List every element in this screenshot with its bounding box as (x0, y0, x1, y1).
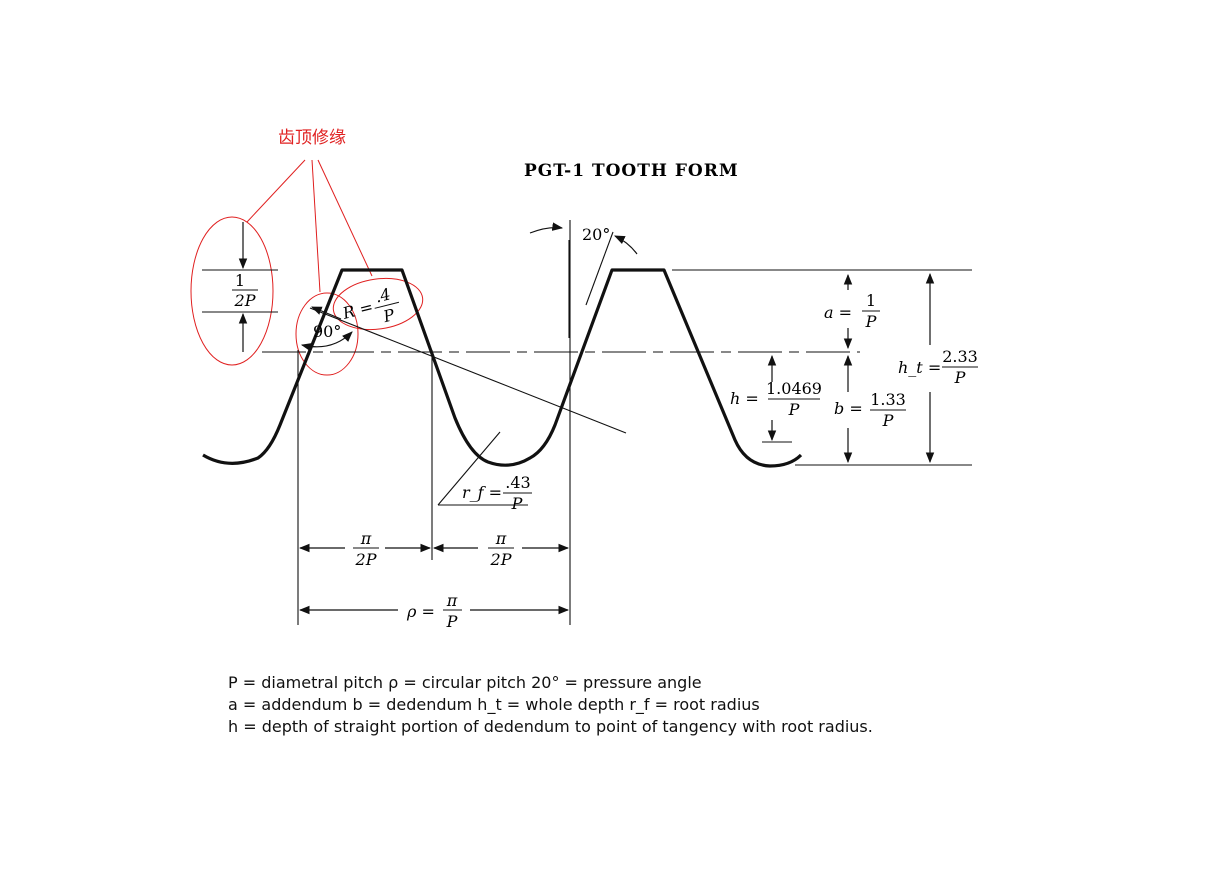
tip-radius-leader (309, 307, 627, 434)
reference-lines (202, 220, 972, 625)
whole-depth-denominator: P (954, 368, 966, 387)
annotation-ellipse-tip-radius (332, 277, 424, 331)
legend-line-3: h = depth of straight portion of dedendu… (228, 717, 873, 736)
annotation-leader-3 (317, 159, 373, 277)
root-radius-numerator: .43 (505, 473, 530, 492)
straight-depth-numerator: 1.0469 (766, 379, 822, 398)
circular-pitch-numerator: π (446, 591, 458, 610)
straight-depth-fraction: h = 1.0469 P (730, 379, 822, 419)
annotation-leader-1 (246, 159, 306, 223)
half-pitch-1-numerator: π (360, 529, 372, 548)
addendum-numerator: 1 (866, 291, 876, 310)
circular-pitch-lhs: ρ = (406, 602, 435, 621)
pressure-angle-line (585, 231, 614, 306)
tip-radius-bar (374, 301, 400, 309)
tip-relief-numerator: 1 (235, 271, 245, 290)
tooth-profile (202, 268, 803, 468)
diagram-title: PGT-1 TOOTH FORM (524, 161, 739, 181)
dimension-arrows (238, 222, 935, 615)
dedendum-fraction: b = 1.33 P (834, 390, 906, 430)
annotation-leader-2 (311, 159, 321, 293)
half-pitch-2-denominator: 2P (490, 550, 512, 569)
root-radius-denominator: P (511, 494, 523, 513)
whole-depth-fraction: h_t = 2.33 P (898, 347, 978, 387)
half-pitch-fraction-1: π 2P (353, 529, 379, 569)
tip-radius-denominator: P (380, 305, 396, 326)
legend: P = diametral pitch ρ = circular pitch 2… (228, 673, 873, 736)
annotation-leaders (190, 159, 424, 376)
pressure-angle-label: 20° (582, 225, 610, 244)
addendum-lhs: a = (824, 303, 852, 322)
pressure-angle-arrow-left (529, 222, 564, 234)
addendum-fraction: a = 1 P (824, 291, 880, 331)
straight-depth-denominator: P (788, 400, 800, 419)
tip-radius-numerator: .4 (373, 284, 392, 306)
annotation-ellipse-relief-height (190, 216, 274, 366)
dedendum-numerator: 1.33 (870, 390, 906, 409)
half-pitch-2-numerator: π (495, 529, 507, 548)
annotation-ellipse-right-angle (295, 292, 359, 376)
half-pitch-fraction-2: π 2P (488, 529, 514, 569)
addendum-denominator: P (865, 312, 877, 331)
pressure-angle-arrow-right (614, 235, 638, 255)
root-radius-leader (437, 431, 501, 506)
dedendum-denominator: P (882, 411, 894, 430)
tip-relief-fraction: 1 2P (232, 271, 258, 310)
right-angle-arc (300, 331, 353, 352)
circular-pitch-denominator: P (446, 612, 458, 631)
straight-depth-lhs: h = (730, 389, 759, 408)
tip-relief-denominator: 2P (234, 291, 256, 310)
half-pitch-1-denominator: 2P (355, 550, 377, 569)
legend-line-1: P = diametral pitch ρ = circular pitch 2… (228, 673, 702, 692)
legend-line-2: a = addendum b = dedendum h_t = whole de… (228, 695, 760, 715)
whole-depth-lhs: h_t = (898, 358, 941, 377)
tip-radius-fraction: R = .4 P (340, 284, 400, 326)
tip-relief-annotation-label: 齿顶修缘 (278, 128, 346, 148)
whole-depth-numerator: 2.33 (942, 347, 978, 366)
circular-pitch-fraction: ρ = π P (406, 591, 462, 631)
right-angle-label: 90° (313, 322, 341, 341)
root-radius-lhs: r_f = (462, 483, 502, 502)
dedendum-lhs: b = (834, 399, 863, 418)
root-radius-fraction: r_f = .43 P (462, 473, 532, 513)
tip-radius-arrow (311, 306, 342, 320)
